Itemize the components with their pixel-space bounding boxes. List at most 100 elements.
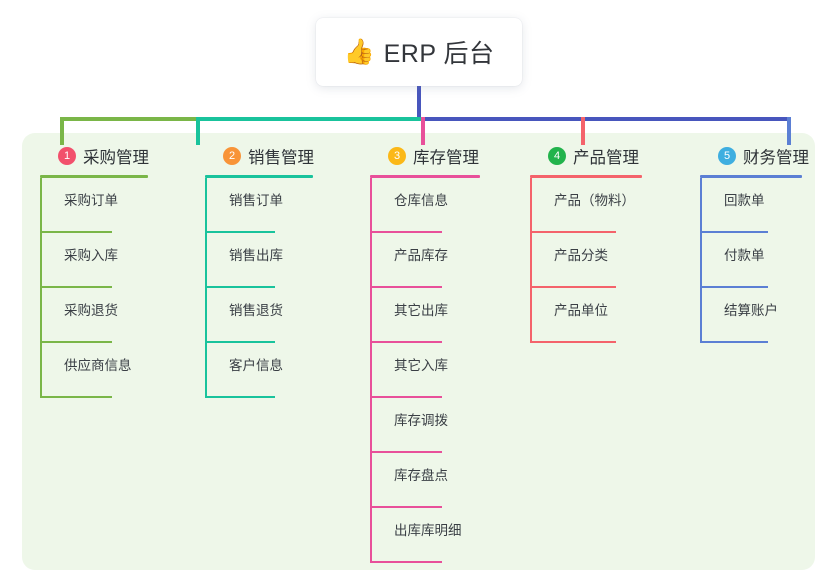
tree-item-underline xyxy=(530,341,616,343)
tree-item[interactable]: 采购退货 xyxy=(40,288,149,343)
tree-item[interactable]: 产品单位 xyxy=(530,288,642,343)
column-badge-3: 3 xyxy=(388,147,406,165)
column-5: 5 财务管理回款单付款单结算账户 xyxy=(700,143,809,343)
tree-item-underline xyxy=(370,231,442,233)
thumbs-up-icon: 👍 xyxy=(343,37,375,66)
tree-item[interactable]: 库存盘点 xyxy=(370,453,480,508)
column-header-4[interactable]: 4 产品管理 xyxy=(530,143,642,169)
tree-item[interactable]: 产品分类 xyxy=(530,233,642,288)
tree-item[interactable]: 出库库明细 xyxy=(370,508,480,563)
column-items-3: 仓库信息产品库存其它出库其它入库库存调拨库存盘点出库库明细 xyxy=(370,178,480,563)
tree-item[interactable]: 回款单 xyxy=(700,178,809,233)
tree-item[interactable]: 结算账户 xyxy=(700,288,809,343)
column-header-5[interactable]: 5 财务管理 xyxy=(700,143,809,169)
tree-item-label: 销售出库 xyxy=(229,248,283,264)
column-items-5: 回款单付款单结算账户 xyxy=(700,178,809,343)
tree-item-underline xyxy=(700,286,768,288)
tree-item[interactable]: 销售订单 xyxy=(205,178,314,233)
tree-item[interactable]: 客户信息 xyxy=(205,343,314,398)
tree-item[interactable]: 付款单 xyxy=(700,233,809,288)
tree-item-label: 供应商信息 xyxy=(64,358,132,374)
column-header-underline-5 xyxy=(700,175,802,178)
column-title-5: 财务管理 xyxy=(743,149,809,167)
tree-item-label: 库存调拨 xyxy=(394,413,448,429)
tree-item-label: 回款单 xyxy=(724,193,765,209)
tree-item-underline xyxy=(370,561,442,563)
tree-item-label: 产品库存 xyxy=(394,248,448,264)
tree-item-underline xyxy=(205,231,275,233)
column-spine-2 xyxy=(205,178,207,398)
column-header-underline-2 xyxy=(205,175,313,178)
tree-item-underline xyxy=(205,341,275,343)
tree-item-label: 仓库信息 xyxy=(394,193,448,209)
column-header-underline-1 xyxy=(40,175,148,178)
tree-item-label: 出库库明细 xyxy=(394,523,462,539)
tree-item-label: 销售订单 xyxy=(229,193,283,209)
tree-item[interactable]: 产品库存 xyxy=(370,233,480,288)
tree-item-underline xyxy=(40,286,112,288)
tree-item-underline xyxy=(205,396,275,398)
column-spine-4 xyxy=(530,178,532,343)
column-badge-2: 2 xyxy=(223,147,241,165)
diagram-background-panel xyxy=(22,133,815,570)
column-header-3[interactable]: 3 库存管理 xyxy=(370,143,480,169)
tree-item[interactable]: 供应商信息 xyxy=(40,343,149,398)
column-title-3: 库存管理 xyxy=(413,149,479,167)
tree-item-label: 库存盘点 xyxy=(394,468,448,484)
tree-item-label: 结算账户 xyxy=(724,303,778,319)
column-badge-5: 5 xyxy=(718,147,736,165)
column-4: 4 产品管理产品（物料） 产品分类产品单位 xyxy=(530,143,642,343)
tree-item-label: 产品分类 xyxy=(554,248,608,264)
root-node-title: ERP 后台 xyxy=(383,40,495,68)
column-items-1: 采购订单采购入库采购退货供应商信息 xyxy=(40,178,149,398)
tree-item-label: 付款单 xyxy=(724,248,765,264)
column-title-1: 采购管理 xyxy=(83,149,149,167)
bus-segment-teal xyxy=(196,117,421,121)
tree-item-underline xyxy=(700,341,768,343)
tree-item-label: 其它入库 xyxy=(394,358,448,374)
column-items-2: 销售订单销售出库销售退货客户信息 xyxy=(205,178,314,398)
tree-item[interactable]: 采购入库 xyxy=(40,233,149,288)
tree-item-underline xyxy=(370,286,442,288)
tree-item-underline xyxy=(40,396,112,398)
column-spine-3 xyxy=(370,178,372,563)
tree-item-underline xyxy=(205,286,275,288)
tree-item[interactable]: 销售退货 xyxy=(205,288,314,343)
column-badge-4: 4 xyxy=(548,147,566,165)
tree-item-underline xyxy=(700,231,768,233)
root-node-card[interactable]: 👍 ERP 后台 xyxy=(316,18,522,86)
column-spine-5 xyxy=(700,178,702,343)
tree-item-label: 采购退货 xyxy=(64,303,118,319)
column-header-underline-3 xyxy=(370,175,480,178)
column-items-4: 产品（物料） 产品分类产品单位 xyxy=(530,178,642,343)
tree-item-underline xyxy=(530,286,616,288)
tree-item[interactable]: 采购订单 xyxy=(40,178,149,233)
column-title-4: 产品管理 xyxy=(573,149,639,167)
tree-item-underline xyxy=(40,341,112,343)
tree-item[interactable]: 仓库信息 xyxy=(370,178,480,233)
tree-item-underline xyxy=(370,341,442,343)
tree-item-label: 其它出库 xyxy=(394,303,448,319)
tree-item-underline xyxy=(370,451,442,453)
tree-item[interactable]: 其它入库 xyxy=(370,343,480,398)
tree-item-label: 客户信息 xyxy=(229,358,283,374)
column-header-underline-4 xyxy=(530,175,642,178)
column-spine-1 xyxy=(40,178,42,398)
tree-item-label: 采购入库 xyxy=(64,248,118,264)
tree-item[interactable]: 产品（物料） xyxy=(530,178,642,233)
tree-item-label: 销售退货 xyxy=(229,303,283,319)
tree-item-underline xyxy=(370,396,442,398)
bus-segment-blue xyxy=(421,117,791,121)
tree-item-underline xyxy=(40,231,112,233)
tree-item-underline xyxy=(370,506,442,508)
tree-item[interactable]: 销售出库 xyxy=(205,233,314,288)
tree-item[interactable]: 其它出库 xyxy=(370,288,480,343)
root-stem xyxy=(417,84,421,121)
tree-item[interactable]: 库存调拨 xyxy=(370,398,480,453)
tree-item-label: 产品（物料） xyxy=(554,193,635,209)
